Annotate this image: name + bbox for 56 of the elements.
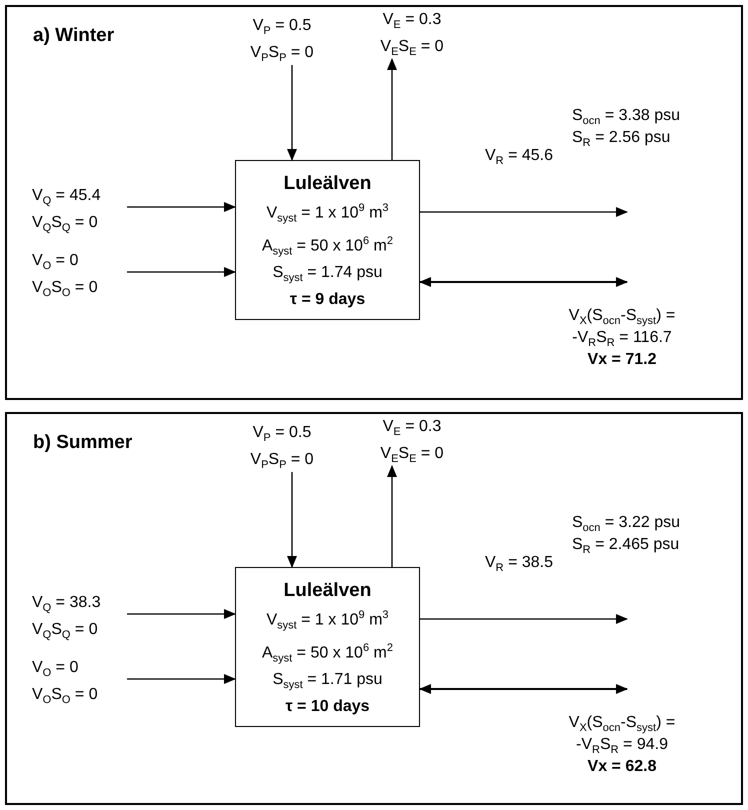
flux-label: V$_{Q}$ = 38.3 bbox=[32, 593, 102, 616]
double-arrow bbox=[419, 277, 628, 287]
panel-frame bbox=[5, 412, 743, 805]
panel-title: a) Winter bbox=[33, 25, 114, 47]
flux-label: V$_{Q}$ = 45.4 bbox=[32, 186, 102, 210]
arrow bbox=[127, 674, 236, 684]
arrow bbox=[287, 65, 297, 161]
box-value: V$_{syst}$ = 1 x 10$^{9}$ m$^{3}$ bbox=[265, 201, 390, 227]
flux-label: V$_{E}$ = 0.3 bbox=[382, 10, 442, 34]
result-label: Vx = 71.2 bbox=[586, 350, 658, 370]
panel-frame bbox=[5, 5, 743, 400]
note-label: S$_{ocn}$ = 3.22 psu bbox=[572, 513, 682, 536]
panel-title: b) Summer bbox=[33, 432, 132, 454]
arrow bbox=[420, 207, 628, 217]
flux-label: V$_{E}$S$_{E}$ = 0 bbox=[379, 37, 445, 60]
box-value: τ = 9 days bbox=[288, 290, 366, 310]
arrow bbox=[127, 267, 236, 277]
note-label: S$_{R}$ = 2.56 psu bbox=[572, 128, 672, 152]
flux-label: V$_{Q}$S$_{Q}$ = 0 bbox=[32, 620, 99, 644]
arrow bbox=[127, 609, 236, 619]
flux-label: V$_{E}$ = 0.3 bbox=[382, 417, 442, 440]
note-label: -V$_{R}$S$_{R}$ = 94.9 bbox=[575, 735, 669, 758]
flux-label: V$_{P}$ = 0.5 bbox=[252, 423, 312, 446]
box-value: τ = 10 days bbox=[284, 697, 371, 718]
box-value: S$_{syst}$ = 1.74 psu bbox=[272, 263, 384, 286]
note-label: V$_{X}$(S$_{ocn}$-S$_{syst}$) = bbox=[568, 306, 676, 330]
flux-label: V$_{O}$S$_{O}$ = 0 bbox=[32, 278, 99, 302]
edge-label: V$_{R}$ = 38.5 bbox=[485, 553, 553, 576]
box-value: S$_{syst}$ = 1.71 psu bbox=[272, 670, 384, 694]
flux-label: V$_{E}$S$_{E}$ = 0 bbox=[379, 444, 445, 468]
flux-label: V$_{P}$ = 0.5 bbox=[252, 16, 312, 40]
flux-label: V$_{O}$ = 0 bbox=[32, 658, 80, 682]
flux-label: V$_{P}$S$_{P}$ = 0 bbox=[249, 450, 315, 474]
system-box bbox=[235, 160, 420, 320]
flux-label: V$_{P}$S$_{P}$ = 0 bbox=[249, 43, 315, 66]
note-label: -V$_{R}$S$_{R}$ = 116.7 bbox=[571, 328, 673, 352]
flux-label: V$_{Q}$S$_{Q}$ = 0 bbox=[32, 213, 99, 236]
arrow bbox=[387, 58, 397, 160]
box-title: Luleälven bbox=[282, 172, 372, 196]
note-label: V$_{X}$(S$_{ocn}$-S$_{syst}$) = bbox=[568, 713, 676, 736]
result-label: Vx = 62.8 bbox=[586, 757, 658, 777]
flux-label: V$_{O}$S$_{O}$ = 0 bbox=[32, 685, 99, 708]
arrow bbox=[420, 614, 628, 624]
box-title: Luleälven bbox=[282, 579, 372, 603]
double-arrow bbox=[419, 684, 628, 694]
system-box bbox=[235, 567, 420, 727]
arrow bbox=[287, 472, 297, 568]
flux-label: V$_{O}$ = 0 bbox=[32, 251, 80, 274]
box-value: A$_{syst}$ = 50 x 10$^{6}$ m$^{2}$ bbox=[261, 640, 394, 666]
edge-label: V$_{R}$ = 45.6 bbox=[485, 146, 553, 170]
note-label: S$_{ocn}$ = 3.38 psu bbox=[572, 106, 682, 130]
note-label: S$_{R}$ = 2.465 psu bbox=[572, 535, 680, 558]
box-value: A$_{syst}$ = 50 x 10$^{6}$ m$^{2}$ bbox=[261, 234, 394, 260]
arrow bbox=[387, 465, 397, 567]
arrow bbox=[127, 202, 236, 212]
box-value: V$_{syst}$ = 1 x 10$^{9}$ m$^{3}$ bbox=[265, 608, 390, 634]
